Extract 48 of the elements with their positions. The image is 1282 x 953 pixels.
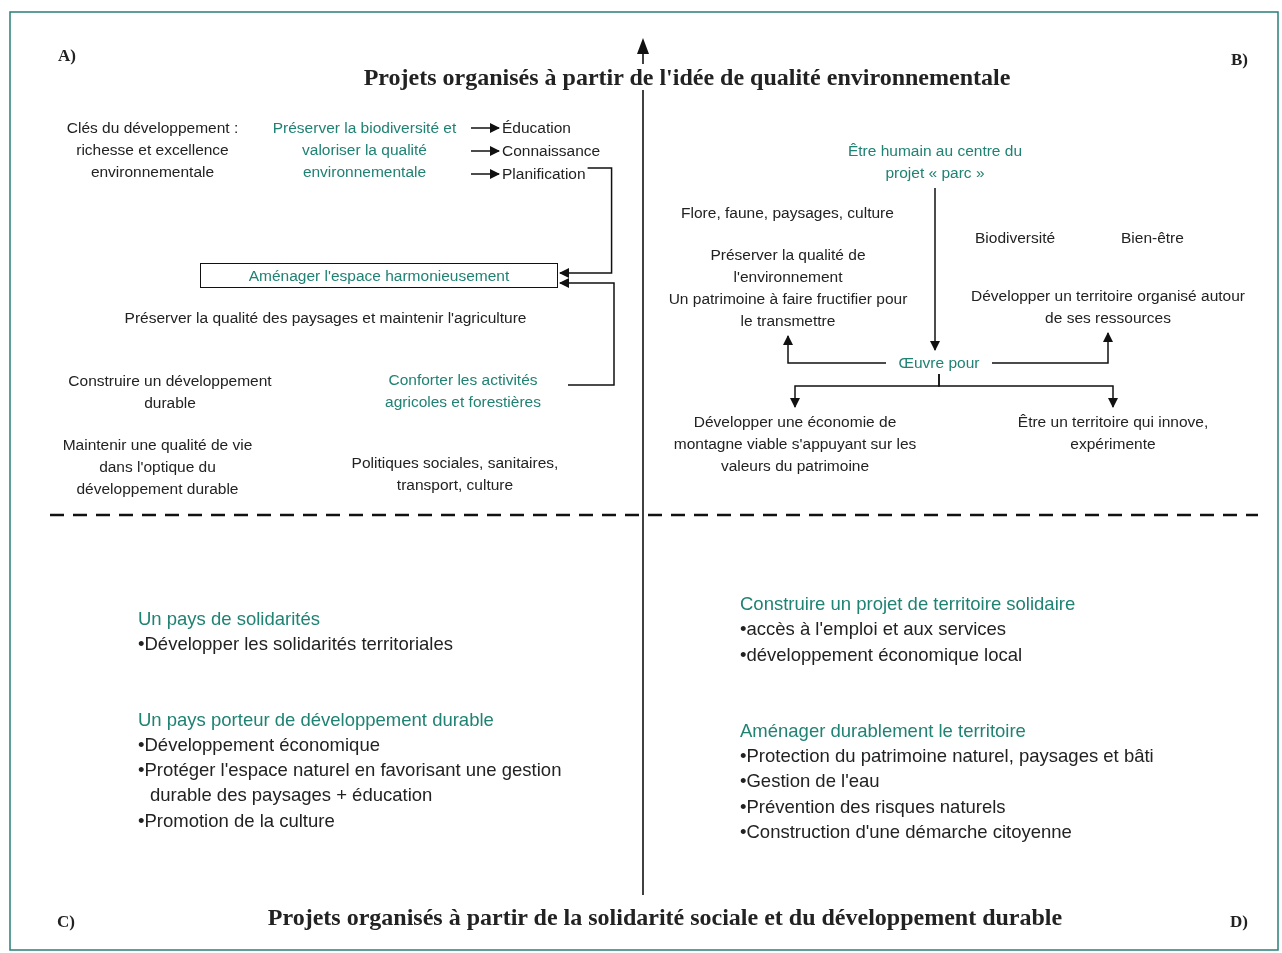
note-text: Préserver la qualité des paysages et maintenir l'agriculture: [123, 308, 528, 328]
node-text: Développer une économie de montagne viable s'appuyant sur les valeurs du patrimoine: [672, 412, 918, 476]
framed-box: Aménager l'espace harmonieusement: [200, 263, 558, 288]
section-heading: Un pays porteur de développement durable: [138, 708, 494, 732]
section-heading: Un pays de solidarités: [138, 607, 320, 631]
arrow: [559, 167, 613, 278]
note-text: Bien-être: [1121, 228, 1184, 248]
node-text: Connaissance: [502, 141, 601, 161]
bullet-item: •Promotion de la culture: [138, 809, 336, 833]
quadrant-letter: D): [1230, 911, 1248, 933]
node-text: Développer un territoire organisé autour de ses ressources: [970, 286, 1246, 328]
arrow: [938, 373, 1118, 408]
node-text: Œuvre pour: [897, 353, 981, 373]
node-text: Un patrimoine à faire fructifier pour le transmettre: [668, 289, 908, 331]
arrow: [783, 335, 887, 364]
arrow: [991, 332, 1113, 364]
bullet-item: •Protéger l'espace naturel en favorisant une gestion durable des paysages + éducation: [138, 758, 563, 807]
note-text: Construire un développement durable: [67, 371, 273, 413]
note-text: Biodiversité: [975, 228, 1056, 248]
bullet-item: •accès à l'emploi et aux services: [740, 617, 1008, 641]
arrow: [930, 187, 940, 351]
node-text: Être un territoire qui innove, expérimente: [1016, 412, 1210, 454]
bullet-item: •Gestion de l'eau: [740, 769, 881, 793]
note-text: Clés du développement : richesse et excellence environnementale: [65, 118, 240, 182]
bullet-item: •Développement économique: [138, 733, 381, 757]
arrow: [559, 278, 615, 386]
node-text: Éducation: [502, 118, 571, 138]
bullet-item: •développement économique local: [740, 643, 1024, 667]
note-text: Maintenir une qualité de vie dans l'optique du développement durable: [61, 435, 254, 499]
node-text: Conforter les activités agricoles et forestières: [384, 370, 542, 412]
arrow: [470, 169, 500, 179]
arrow: [470, 146, 500, 156]
bullet-item: •Construction d'une démarche citoyenne: [740, 820, 1073, 844]
node-text: Préserver la biodiversité et valoriser la qualité environnementale: [271, 118, 458, 182]
node-text: Préserver la qualité de l'environnement: [709, 245, 867, 287]
note-text: Flore, faune, paysages, culture: [680, 203, 895, 223]
quadrant-letter: B): [1231, 49, 1248, 71]
node-text: Planification: [502, 164, 586, 184]
bullet-item: •Développer les solidarités territoriales: [138, 632, 454, 656]
note-text: Politiques sociales, sanitaires, transport, culture: [350, 453, 560, 495]
node-text: Être humain au centre du projet « parc »: [846, 141, 1024, 183]
section-heading: Aménager durablement le territoire: [740, 719, 1026, 743]
arrow: [470, 123, 500, 133]
quadrant-letter: A): [58, 45, 76, 67]
section-heading: Construire un projet de territoire solidaire: [740, 592, 1076, 616]
quadrant-letter: C): [57, 911, 75, 933]
bullet-item: •Prévention des risques naturels: [740, 795, 1007, 819]
bullet-item: •Protection du patrimoine naturel, paysages et bâti: [740, 744, 1155, 768]
